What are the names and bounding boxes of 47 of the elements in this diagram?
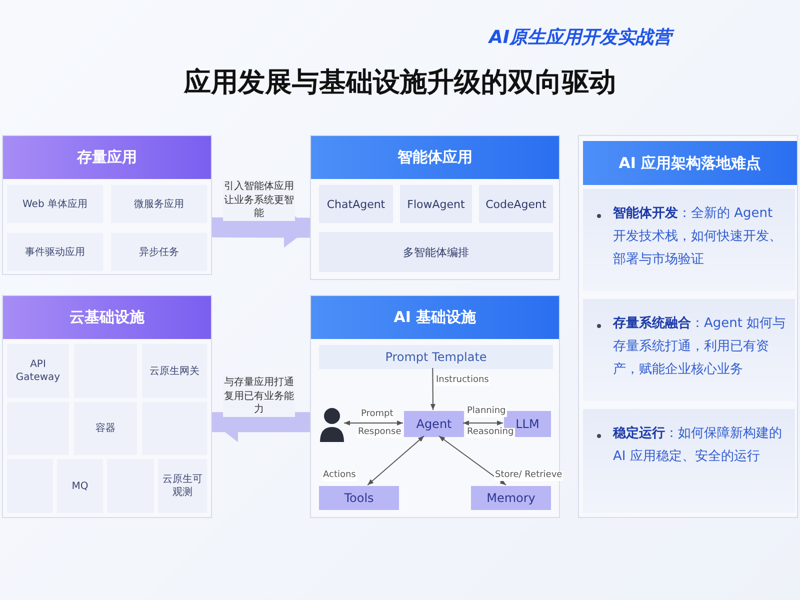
app-tile: Web 单体应用 <box>7 185 103 223</box>
service-tile: API Gateway <box>7 344 69 398</box>
panel-card <box>310 295 560 518</box>
challenge-item: 稳定运行：如何保障新构建的 AI 应用稳定、安全的运行 <box>583 409 795 513</box>
edge-label: 与存量应用打通复用已有业务能力 <box>223 376 295 416</box>
panel-header: 智能体应用 <box>311 136 559 179</box>
tools-box: Tools <box>319 486 399 510</box>
service-tile: MQ <box>57 459 103 513</box>
arrow <box>344 420 404 426</box>
agent-tile: 多智能体编排 <box>319 232 553 272</box>
challenge-item: 智能体开发：全新的 Agent 开发技术栈，如何快速开发、部署与市场验证 <box>583 189 795 291</box>
panel-header: 存量应用 <box>3 136 211 179</box>
edge-label: Store/ Retrieve <box>494 471 564 481</box>
edge-label: Prompt <box>360 410 394 420</box>
edge-label: Instructions <box>435 376 490 386</box>
memory-box: Memory <box>471 486 551 510</box>
challenge-item: 存量系统融合：Agent 如何与存量系统打通，利用已有资产，赋能企业核心业务 <box>583 299 795 401</box>
service-tile: 云原生可观测 <box>158 459 207 513</box>
panel-header: AI 应用架构落地难点 <box>583 141 797 185</box>
panel-card <box>2 295 212 518</box>
arrow <box>367 436 424 486</box>
flow-label: Reasoning <box>466 428 515 438</box>
panel-card <box>2 135 212 275</box>
edge-label: 引入智能体应用让业务系统更智能 <box>223 180 295 220</box>
person-icon <box>319 406 345 442</box>
arrow <box>430 368 436 410</box>
app-tile: 异步任务 <box>111 233 207 271</box>
panel-card <box>578 135 798 518</box>
agent-tile: FlowAgent <box>400 185 472 223</box>
agent-tile: ChatAgent <box>319 185 393 223</box>
panel-header: AI 基础设施 <box>311 296 559 339</box>
event-name: AI原生应用开发实战营 <box>488 28 673 48</box>
service-tile: 云原生网关 <box>142 344 207 398</box>
panel-card <box>310 135 560 280</box>
agent-box: Agent <box>404 411 464 437</box>
service-tile: 容器 <box>74 402 137 455</box>
template-bar: Prompt Template <box>319 345 553 369</box>
app-tile: 事件驱动应用 <box>7 233 103 271</box>
flow-label: Response <box>357 428 402 438</box>
panel-header: 云基础设施 <box>3 296 211 339</box>
arrow <box>462 420 504 426</box>
arrow <box>438 436 506 486</box>
page-title: 应用发展与基础设施升级的双向驱动 <box>182 66 617 100</box>
edge-label: Planning <box>466 407 507 417</box>
app-tile: 微服务应用 <box>111 185 207 223</box>
edge-label: Actions <box>322 471 357 481</box>
agent-tile: CodeAgent <box>479 185 553 223</box>
